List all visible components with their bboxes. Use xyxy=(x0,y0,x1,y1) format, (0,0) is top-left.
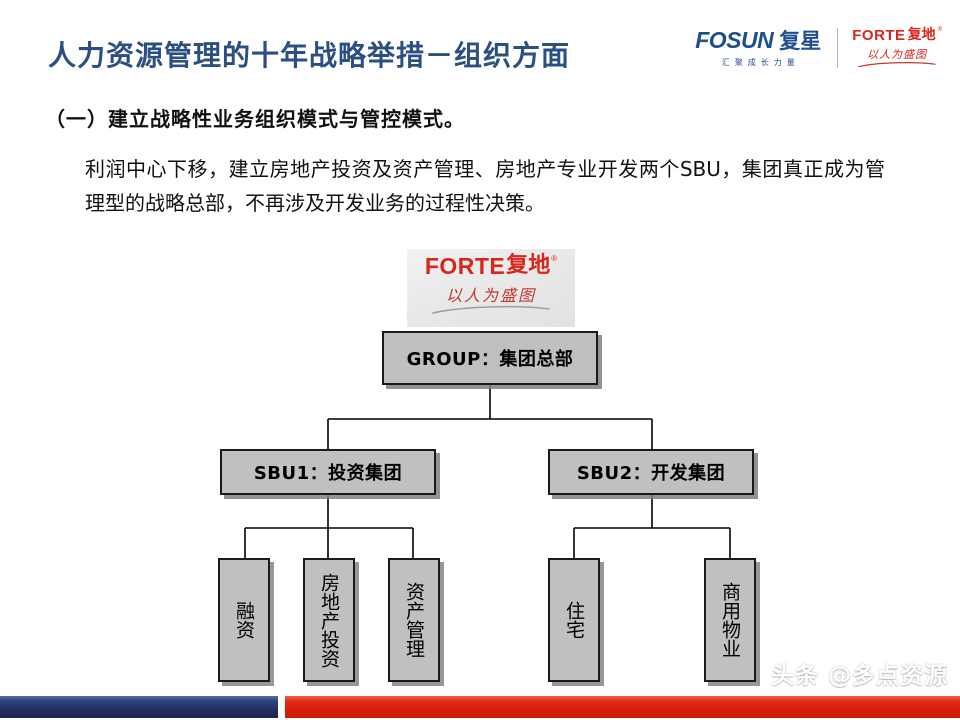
org-node-fangdichan-touzi[interactable]: 房地产投资 xyxy=(303,558,355,682)
logo-divider xyxy=(837,28,839,68)
forte-logo-row: FORTE 复地 ® xyxy=(852,27,942,44)
forte-swoosh-icon xyxy=(858,62,936,68)
footer-bar xyxy=(0,693,960,720)
fosun-chinese-text: 复星 xyxy=(779,28,822,53)
forte-logo-chart: FORTE 复地 ® 以人为盛图 xyxy=(407,249,575,327)
org-node-group[interactable]: GROUP：集团总部 xyxy=(382,331,598,385)
org-node-rongzi[interactable]: 融资 xyxy=(218,558,270,682)
org-node-zichan-guanli[interactable]: 资产管理 xyxy=(388,558,440,682)
org-node-sbu2-label: SBU2：开发集团 xyxy=(576,463,726,484)
forte-chinese-text: 复地 xyxy=(907,27,936,43)
forte-chart-tagline-text: 以人为盛图 xyxy=(445,286,536,305)
fosun-logo: FOSUN 复星 汇聚成长力量 xyxy=(695,26,837,68)
registered-trademark-icon: ® xyxy=(551,254,558,263)
forte-chart-wordmark-text: FORTE xyxy=(424,253,506,279)
fosun-tagline-text: 汇聚成长力量 xyxy=(721,57,800,67)
forte-chart-swoosh-icon xyxy=(432,305,550,314)
org-node-group-label: GROUP：集团总部 xyxy=(406,349,574,370)
forte-wordmark-text: FORTE xyxy=(852,27,906,44)
org-node-sbu1-label: SBU1：投资集团 xyxy=(253,463,403,484)
footer-bar-red-segment xyxy=(285,696,960,718)
fosun-wordmark-text: FOSUN xyxy=(695,26,774,53)
org-node-fangdichan-touzi-label: 房地产投资 xyxy=(318,572,340,668)
org-node-shangyong-wuye-label: 商用物业 xyxy=(719,582,741,658)
org-node-sbu1[interactable]: SBU1：投资集团 xyxy=(220,449,436,495)
forte-tagline-text: 以人为盛图 xyxy=(867,48,928,61)
org-node-zhuzhai-label: 住宅 xyxy=(563,601,585,639)
org-node-shangyong-wuye[interactable]: 商用物业 xyxy=(704,558,756,682)
footer-bar-blue-segment xyxy=(0,696,278,718)
fosun-logo-row: FOSUN 复星 xyxy=(695,26,822,53)
registered-trademark-icon: ® xyxy=(937,27,942,33)
org-node-zichan-guanli-label: 资产管理 xyxy=(403,582,425,658)
section-heading: （一）建立战略性业务组织模式与管控模式。 xyxy=(45,107,465,131)
org-node-rongzi-label: 融资 xyxy=(233,601,255,639)
org-node-zhuzhai[interactable]: 住宅 xyxy=(548,558,600,682)
forte-logo-header: FORTE 复地 ® 以人为盛图 xyxy=(852,27,942,68)
org-node-sbu2[interactable]: SBU2：开发集团 xyxy=(548,449,754,495)
page-title: 人力资源管理的十年战略举措－组织方面 xyxy=(48,39,571,72)
forte-chart-chinese-text: 复地 xyxy=(506,253,551,278)
forte-chart-logo-row: FORTE 复地 ® xyxy=(425,255,557,278)
body-paragraph: 利润中心下移，建立房地产投资及资产管理、房地产专业开发两个SBU，集团真正成为管… xyxy=(85,157,885,215)
watermark-text: 头条 @多点资源 xyxy=(770,663,948,689)
header-logo-area: FOSUN 复星 汇聚成长力量 FORTE 复地 ® 以人为盛图 xyxy=(695,22,942,74)
